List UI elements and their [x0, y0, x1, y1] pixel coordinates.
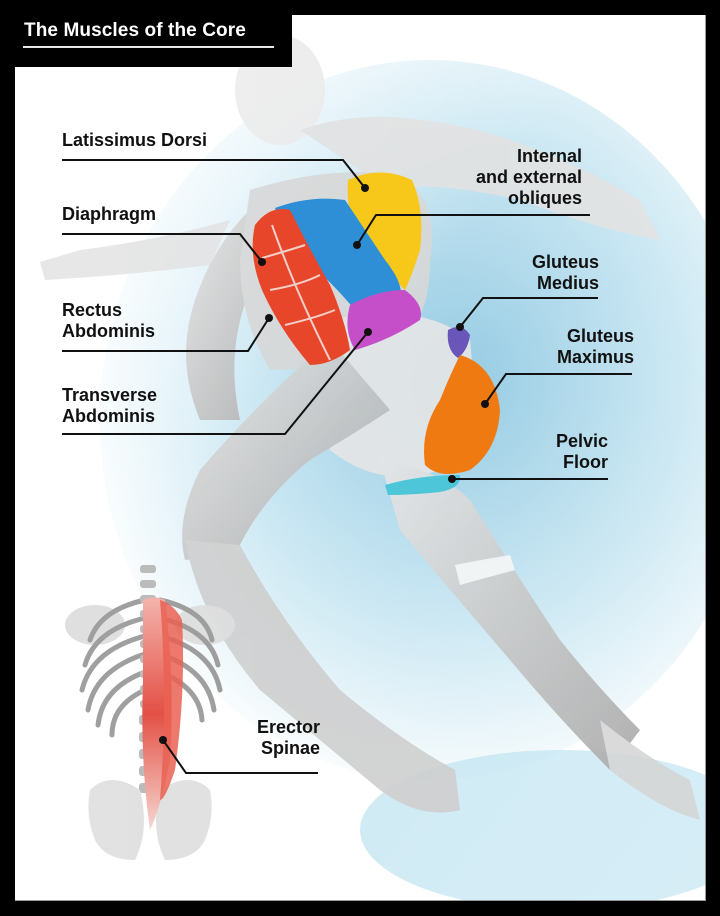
gluteus-medius-region: [447, 326, 470, 358]
label-text: obliques: [507, 188, 582, 208]
rectus-abdominis-region: [252, 209, 350, 365]
label-text: Erector: [256, 717, 320, 737]
spine-inset: [65, 565, 235, 860]
illustration-frame: [15, 15, 706, 901]
label-rectus-abdominis: Rectus Abdominis: [62, 300, 155, 342]
leader-dots: [159, 184, 489, 744]
label-text: Abdominis: [62, 321, 155, 341]
label-text: Transverse: [62, 385, 158, 405]
label-pelvic-floor: Pelvic Floor: [556, 431, 608, 473]
label-transverse-abdominis: Transverse Abdominis: [62, 385, 157, 427]
label-text: Maximus: [556, 347, 634, 367]
label-text: Internal: [516, 146, 582, 166]
pelvic-floor-region: [385, 475, 461, 495]
label-text: Diaphragm: [62, 204, 157, 224]
label-text: Abdominis: [62, 406, 155, 426]
core-muscles-illustration: [15, 15, 705, 900]
label-text: Medius: [536, 273, 599, 293]
label-latissimus-dorsi: Latissimus Dorsi: [62, 130, 207, 151]
label-obliques: Internal and external obliques: [476, 146, 582, 209]
label-text: Gluteus: [566, 326, 634, 346]
label-text: Gluteus: [531, 252, 599, 272]
latissimus-dorsi-region: [347, 172, 422, 290]
gluteus-maximus-region: [424, 355, 500, 474]
label-gluteus-medius: Gluteus Medius: [532, 252, 599, 294]
label-text: Pelvic: [555, 431, 608, 451]
label-diaphragm: Diaphragm: [62, 204, 156, 225]
leader-lines: [62, 159, 632, 774]
obliques-region: [275, 198, 401, 310]
label-text: Spinae: [260, 738, 320, 758]
label-gluteus-maximus: Gluteus Maximus: [557, 326, 634, 368]
label-erector-spinae: Erector Spinae: [257, 717, 320, 759]
label-text: Floor: [563, 452, 608, 472]
title-block: The Muscles of the Core: [0, 0, 292, 67]
title-underline: [23, 46, 274, 48]
label-text: Rectus: [62, 300, 123, 320]
label-text: and external: [475, 167, 582, 187]
page-title: The Muscles of the Core: [24, 20, 246, 41]
label-text: Latissimus Dorsi: [62, 130, 208, 150]
